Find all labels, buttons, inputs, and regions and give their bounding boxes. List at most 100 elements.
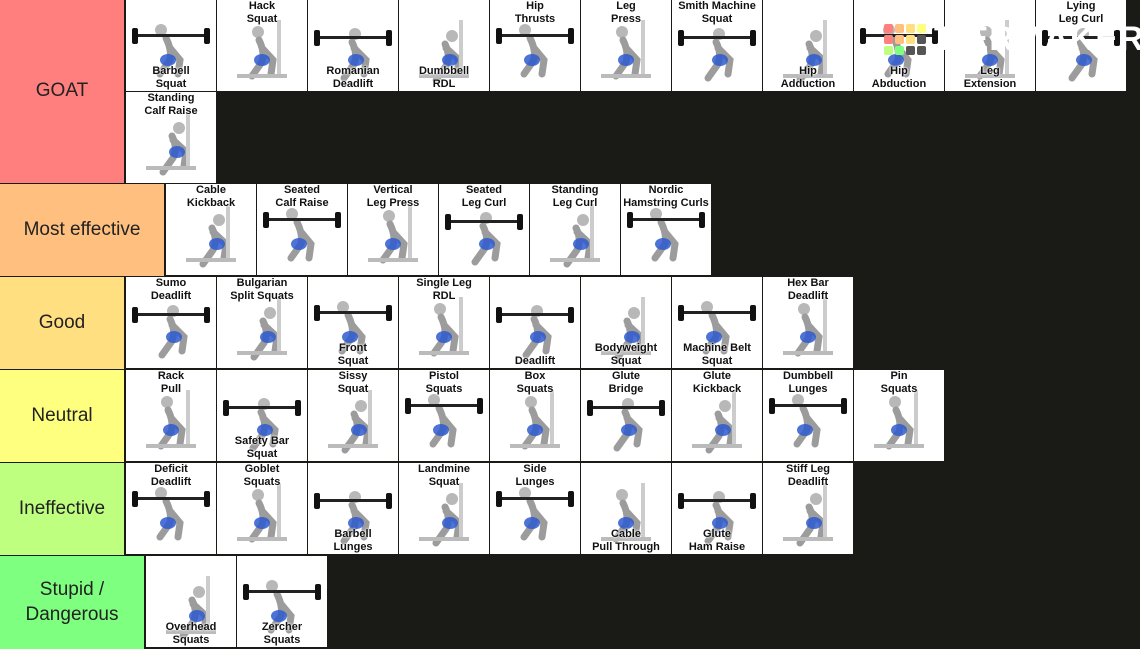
tier-item-label: Lying Leg Curl [1058, 0, 1104, 25]
tier-item-label: Machine Belt Squat [683, 342, 751, 367]
exercise-illustration [186, 204, 236, 268]
exercise-illustration [132, 487, 210, 541]
tier-item-card[interactable]: Glute Bridge [581, 370, 671, 461]
tier-item-label: Bodyweight Squat [594, 342, 658, 367]
tier-item-label: Seated Leg Curl [461, 184, 507, 209]
tier-item-card[interactable]: Barbell Squat [126, 0, 216, 91]
tier-label[interactable]: Most effective [0, 184, 165, 276]
tier-item-label: Nordic Hamstring Curls [623, 184, 709, 209]
tier-item-card[interactable]: Lying Leg Curl [1036, 0, 1126, 91]
tier-item-card[interactable]: Pistol Squats [399, 370, 489, 461]
tier-item-card[interactable]: Rack Pull [126, 370, 216, 461]
exercise-illustration [496, 24, 574, 78]
tier-label[interactable]: GOAT [0, 0, 125, 183]
tier-item-card[interactable]: Vertical Leg Press [348, 184, 438, 275]
tier-item-card[interactable]: Leg Extension [945, 0, 1035, 91]
exercise-illustration [769, 394, 847, 448]
exercise-illustration [314, 491, 392, 545]
tier-item-card[interactable]: Overhead Squats [146, 556, 236, 647]
tier-item-card[interactable]: Single Leg RDL [399, 277, 489, 368]
tier-item-card[interactable]: Seated Leg Curl [439, 184, 529, 275]
tier-item-label: Standing Leg Curl [551, 184, 599, 209]
tier-label[interactable]: Good [0, 277, 125, 369]
tier-item-card[interactable]: Dumbbell RDL [399, 0, 489, 91]
tier-item-card[interactable]: Dumbbell Lunges [763, 370, 853, 461]
exercise-illustration [627, 208, 705, 262]
tier-item-card[interactable]: Hip Adduction [763, 0, 853, 91]
tier-item-label: Deadlift [514, 355, 556, 367]
tier-item-card[interactable]: Smith Machine Squat [672, 0, 762, 91]
exercise-illustration [601, 297, 651, 361]
tier-item-card[interactable]: Sissy Squat [308, 370, 398, 461]
tier-item-card[interactable]: Landmine Squat [399, 463, 489, 554]
exercise-illustration [874, 390, 924, 450]
tier-item-card[interactable]: Standing Calf Raise [126, 92, 216, 183]
tier-item-card[interactable]: Hack Squat [217, 0, 307, 91]
tier-item-card[interactable]: Deadlift [490, 277, 580, 368]
tier-item-card[interactable]: Romanian Deadlift [308, 0, 398, 91]
tier-item-label: Leg Extension [963, 65, 1017, 90]
tier-item-label: Glute Bridge [608, 370, 644, 395]
tier-item-card[interactable]: Seated Calf Raise [257, 184, 347, 275]
tier-item-label: Overhead Squats [165, 621, 217, 646]
tier-item-label: Cable Pull Through [592, 528, 660, 553]
tier-item-card[interactable]: Pin Squats [854, 370, 944, 461]
exercise-illustration [237, 483, 287, 543]
tier-item-card[interactable]: Hip Thrusts [490, 0, 580, 91]
tier-item-card[interactable]: Stiff Leg Deadlift [763, 463, 853, 554]
tier-item-label: Single Leg RDL [416, 277, 472, 302]
tier-item-card[interactable]: Zercher Squats [237, 556, 327, 647]
tier-item-label: Standing Calf Raise [144, 92, 198, 117]
tier-item-card[interactable]: Box Squats [490, 370, 580, 461]
tier-item-card[interactable]: Deficit Deadlift [126, 463, 216, 554]
tier-item-card[interactable]: Side Lunges [490, 463, 580, 554]
tier-item-card[interactable]: Safety Bar Squat [217, 370, 307, 461]
tier-item-card[interactable]: Glute Kickback [672, 370, 762, 461]
tier-item-card[interactable]: Goblet Squats [217, 463, 307, 554]
tier-item-label: Smith Machine Squat [678, 0, 756, 25]
tier-item-label: Front Squat [337, 342, 369, 367]
tier-item-card[interactable]: Standing Leg Curl [530, 184, 620, 275]
logo-grid-cell [917, 46, 926, 55]
tier-item-label: Romanian Deadlift [326, 65, 380, 90]
tier-item-card[interactable]: Machine Belt Squat [672, 277, 762, 368]
logo-grid-cell [917, 24, 926, 33]
tier-item-label: Sissy Squat [337, 370, 369, 395]
tier-label[interactable]: Ineffective [0, 463, 125, 555]
tier-item-card[interactable]: Bodyweight Squat [581, 277, 671, 368]
logo-grid-icon [884, 24, 926, 55]
tier-item-card[interactable]: Barbell Lunges [308, 463, 398, 554]
tier-item-card[interactable]: Nordic Hamstring Curls [621, 184, 711, 275]
exercise-illustration [601, 483, 651, 543]
tier-item-card[interactable]: Cable Kickback [166, 184, 256, 275]
tier-item-label: Pin Squats [880, 370, 918, 395]
exercise-illustration [601, 20, 651, 80]
exercise-illustration [314, 28, 392, 82]
tiermaker-logo[interactable]: TiERMAKER [884, 20, 1140, 59]
exercise-illustration [146, 112, 196, 176]
tier-label[interactable]: Stupid / Dangerous [0, 556, 145, 649]
tier-item-label: Deficit Deadlift [150, 463, 192, 488]
exercise-illustration [166, 576, 216, 640]
exercise-illustration [783, 483, 833, 547]
tier-item-label: Pistol Squats [425, 370, 463, 395]
tier-item-card[interactable]: Bulgarian Split Squats [217, 277, 307, 368]
exercise-illustration [132, 305, 210, 359]
exercise-illustration [223, 398, 301, 452]
tier-item-card[interactable]: Hex Bar Deadlift [763, 277, 853, 368]
exercise-illustration [783, 20, 833, 84]
tier-item-card[interactable]: Leg Press [581, 0, 671, 91]
tier-item-card[interactable]: Front Squat [308, 277, 398, 368]
logo-grid-cell [884, 46, 893, 55]
exercise-illustration [1042, 28, 1120, 82]
tier-label[interactable]: Neutral [0, 370, 125, 462]
tier-item-card[interactable]: Glute Ham Raise [672, 463, 762, 554]
tier-item-card[interactable]: Cable Pull Through [581, 463, 671, 554]
exercise-illustration [678, 301, 756, 355]
tier-item-card[interactable]: Sumo Deadlift [126, 277, 216, 368]
tier-item-label: Stiff Leg Deadlift [786, 463, 830, 488]
